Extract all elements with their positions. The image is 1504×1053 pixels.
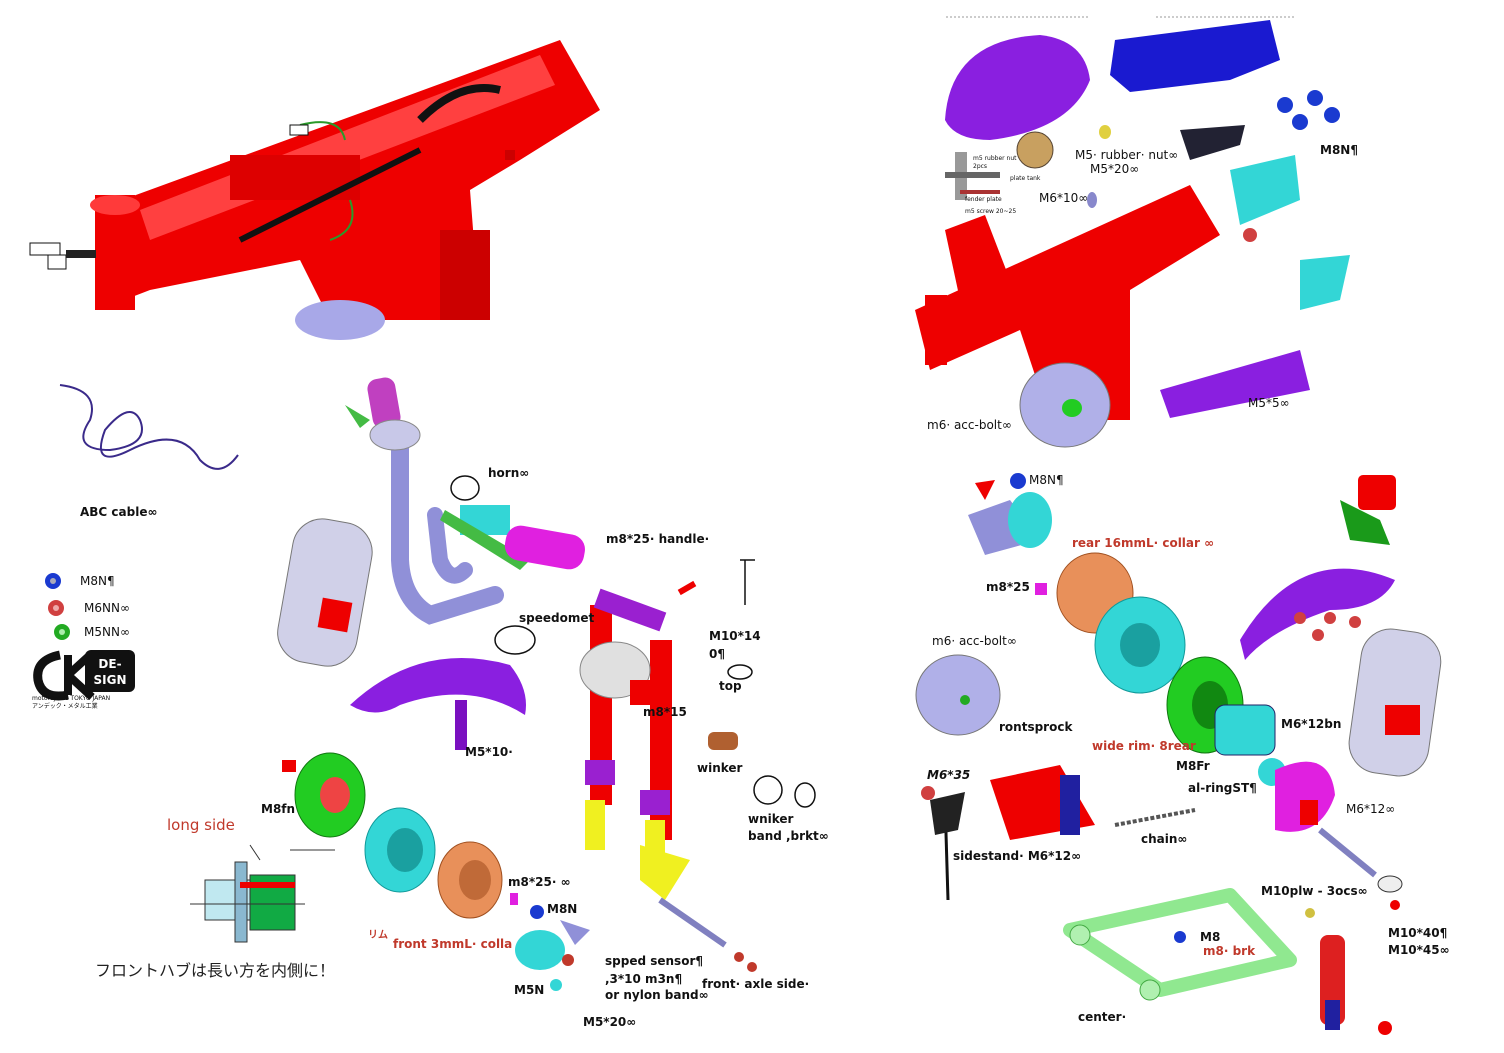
m10-14-label: M10*14 (709, 629, 761, 643)
m6-10-label: M6*10∞ (1039, 191, 1089, 205)
hub-cross-section (190, 844, 335, 943)
inset-plate-tank: plate tank (1010, 175, 1041, 182)
wniker-label: wniker (748, 812, 794, 826)
m6-35-label: M6*35 (927, 768, 971, 782)
front-hub-green (282, 752, 366, 838)
m6-12bn-label: M6*12bn (1281, 717, 1342, 731)
winker-label: winker (697, 761, 743, 775)
m8fn-label: M8fn (261, 802, 296, 816)
front-collar-label: front 3mmL· colla (393, 937, 513, 951)
m8n-rear-label: M8N¶ (1029, 473, 1064, 487)
m5-rubber-nut-label: M5· rubber· nut∞ (1075, 148, 1179, 162)
m8-15-label: m8*15 (643, 705, 687, 719)
inset-2pcs: 2pcs (973, 163, 988, 170)
inset-fender-plate: fender plate (965, 196, 1002, 203)
m10-40-label: M10*40¶ (1388, 926, 1448, 940)
wide-rim-label: wide rim· 8rear (1092, 739, 1196, 753)
long-side-label: long side (167, 816, 235, 834)
front-fork (579, 580, 738, 948)
small-parts-front (450, 475, 816, 808)
legend-m6nn-label: M6NN∞ (84, 601, 130, 615)
svg-text:SIGN: SIGN (94, 673, 127, 687)
m10plw-label: M10plw - 3ocs∞ (1261, 884, 1368, 898)
inset-screw: m5 screw 20~25 (965, 208, 1017, 215)
al-ring-label: al-ringST¶ (1188, 781, 1257, 795)
ck-design-logo: DE- SIGN (33, 650, 135, 701)
abc-cable-label: ABC cable∞ (80, 505, 158, 519)
handlebar-assembly (345, 377, 585, 625)
m10-14-suffix: 0¶ (709, 647, 725, 661)
horn-label: horn∞ (488, 466, 530, 480)
legend-m8n-label: M8N¶ (80, 574, 115, 588)
m5-20-top-label: M5*20∞ (1090, 162, 1140, 176)
rontsprock-label: rontsprock (999, 720, 1073, 734)
legend-m5nn-label: M5NN∞ (84, 625, 130, 639)
m6-acc-bolt-top-label: m6· acc-bolt∞ (927, 418, 1012, 432)
legend-nuts (45, 573, 70, 640)
m5-20-front-label: M5*20∞ (583, 1015, 637, 1029)
m8-brk-label: m8· brk (1203, 944, 1256, 958)
m8n-top-label: M8N¶ (1320, 143, 1358, 157)
m6-acc-bolt-rear-label: m6· acc-bolt∞ (932, 634, 1017, 648)
rear-parts (915, 473, 1442, 1035)
abc-cable-drawing (59, 384, 239, 470)
top-label: top (719, 679, 742, 693)
m5n-label: M5N (514, 983, 545, 997)
logo-japanese: アンデック・メタル工業 (32, 703, 98, 710)
m8-25-handle-label: m8*25· handle· (606, 532, 710, 546)
m8fr-label: M8Fr (1176, 759, 1210, 773)
sidestand-label: sidestand· M6*12∞ (953, 849, 1082, 863)
rimu-label: リム (368, 930, 388, 941)
front-fender (350, 658, 526, 715)
speed-sensor-line2: ,3*10 m3n¶ (605, 972, 683, 986)
speedomet-label: speedomet (519, 611, 595, 625)
fork-cover-left (277, 518, 373, 667)
japanese-note: フロントハブは長い方を内側に！ (95, 961, 336, 980)
frame-closeup (29, 40, 600, 340)
m5-10-label: M5*10· (465, 745, 513, 759)
top-right-frame (915, 16, 1350, 448)
svg-text:DE-: DE- (98, 657, 121, 671)
front-small-nuts (510, 893, 757, 991)
center-label: center· (1078, 1010, 1127, 1024)
inset-rubber-nut: m5 rubber nut (973, 155, 1017, 162)
band-brkt-label: band ,brkt∞ (748, 829, 829, 843)
speed-sensor-label: spped sensor¶ (605, 954, 703, 968)
m8-label: M8 (1200, 930, 1221, 944)
m8-25-rear-label: m8*25 (986, 580, 1030, 594)
m8n-front-label: M8N (547, 902, 578, 916)
m10-45-label: M10*45∞ (1388, 943, 1450, 957)
m5-5-label: M5*5∞ (1248, 396, 1290, 410)
speed-sensor-line3: or nylon band∞ (605, 988, 709, 1002)
rear-collar-label: rear 16mmL· collar ∞ (1072, 536, 1215, 550)
logo-subtitle: motorcycles TOKYO JAPAN (32, 695, 111, 702)
chain-label: chain∞ (1141, 832, 1188, 846)
m8-25-front-label: m8*25· ∞ (508, 875, 571, 889)
m6-12-right-label: M6*12∞ (1346, 802, 1396, 816)
front-axle-label: front· axle side· (702, 977, 810, 991)
